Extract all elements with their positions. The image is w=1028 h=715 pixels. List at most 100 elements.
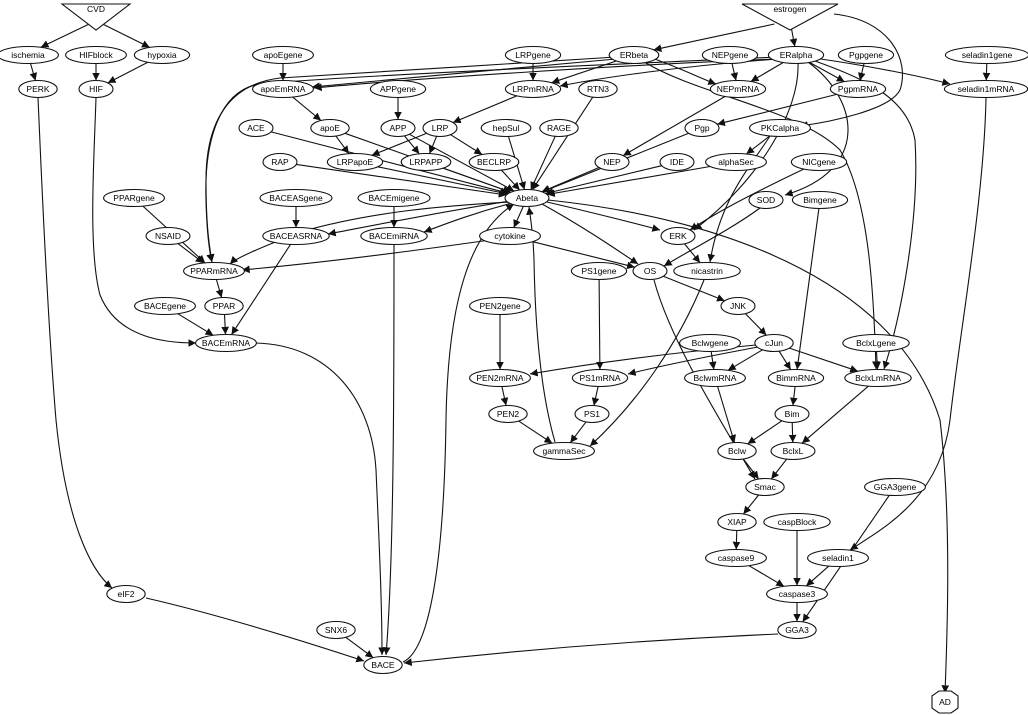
edge-bacemirna-to-bace — [382, 244, 395, 656]
node-ace: ACE — [238, 118, 274, 138]
node-label-estrogen: estrogen — [773, 4, 806, 14]
edge-lrpapp-to-abeta — [443, 167, 511, 194]
node-shape-ps1gene — [570, 261, 628, 281]
node-ps1gene: PS1gene — [570, 261, 628, 281]
node-shape-nep — [594, 152, 630, 172]
node-shape-bacemrna — [195, 333, 257, 353]
edge-lrpapoe-to-abeta — [377, 166, 508, 197]
edge-bclwmrna-to-bclw — [717, 386, 736, 443]
node-label-bacemigene: BACEmigene — [368, 193, 419, 203]
node-shape-bclxlgene — [842, 333, 910, 353]
node-ide: IDE — [659, 152, 695, 172]
node-label-seladin1mrna: seladin1mRNA — [958, 84, 1015, 94]
edge-apoe-to-lrpapoe — [335, 135, 350, 155]
edge-pen2-to-gammasec — [518, 420, 553, 444]
node-shape-estrogen — [741, 3, 839, 31]
node-shape-gammasec — [533, 441, 595, 461]
node-shape-pkcalpha — [749, 118, 811, 138]
node-beclrp: BECLRP — [468, 152, 520, 172]
node-cytokine: cytokine — [479, 226, 541, 246]
node-shape-ps1mrna — [571, 368, 629, 388]
node-label-seladin1gene: seladin1gene — [962, 50, 1013, 60]
edge-gammasec-to-abeta — [526, 206, 556, 443]
node-shape-bacegene — [134, 296, 196, 316]
node-shape-sod — [748, 190, 784, 210]
edge-pen2mrna-to-pen2 — [500, 386, 509, 406]
node-label-bclwmrna: BclwmRNA — [694, 373, 737, 383]
edge-nep-to-abeta — [541, 166, 600, 193]
node-shape-ide — [659, 152, 695, 172]
edge-lrp-to-beclrp — [450, 134, 483, 155]
node-shape-xiap — [717, 512, 757, 532]
edge-seladin1mrna-to-seladin1 — [849, 97, 987, 551]
node-label-rage: RAGE — [547, 123, 571, 133]
node-pen2gene: PEN2gene — [469, 296, 531, 316]
node-shape-bclxlmrna — [844, 368, 912, 388]
node-label-alphasec: alphaSec — [718, 157, 754, 167]
node-gga3gene: GGA3gene — [864, 477, 926, 497]
edge-bim-to-bclxl — [788, 422, 797, 443]
node-bclxlgene: BclxLgene — [842, 333, 910, 353]
node-label-ide: IDE — [670, 157, 685, 167]
node-shape-app — [380, 118, 416, 138]
node-shape-os — [632, 261, 668, 281]
edge-bimgene-to-bimmrna — [794, 208, 820, 370]
node-pgpgene: Pgpgene — [837, 45, 895, 65]
node-shape-caspase3 — [766, 584, 828, 604]
node-shape-hypoxia — [133, 45, 191, 65]
edge-app-to-abeta — [409, 133, 515, 192]
node-label-pkcalpha: PKCalpha — [761, 123, 800, 133]
node-shape-eralpha — [767, 45, 825, 65]
node-estrogen: estrogen — [741, 3, 839, 31]
node-nepgene: NEPgene — [701, 45, 759, 65]
edge-ps1gene-to-ps1mrna — [595, 279, 604, 370]
node-label-pen2: PEN2 — [497, 409, 519, 419]
edge-nepmrna-to-nep — [622, 96, 726, 157]
edge-pkcalpha-to-nicastrin — [707, 135, 771, 263]
edge-estrogen-to-pkcalpha — [799, 13, 904, 129]
edge-hypoxia-to-hif — [107, 61, 149, 84]
node-ad: AD — [931, 690, 959, 714]
node-label-bclwgene: Bclwgene — [692, 338, 729, 348]
edge-pgpgene-to-pgpmrna — [858, 63, 866, 81]
edge-erbeta-to-bclxlmrna — [645, 62, 880, 370]
node-shape-hifblock — [65, 45, 127, 65]
node-label-ppargene: PPARgene — [113, 193, 155, 203]
edge-lrp-to-lrpapp — [428, 136, 438, 154]
node-label-nicastrin: nicastrin — [691, 266, 723, 276]
edge-cjun-to-bimmrna — [778, 350, 792, 370]
edge-cjun-to-ps1mrna — [627, 346, 759, 376]
node-label-abeta: Abeta — [516, 193, 538, 203]
node-label-ps1mrna: PS1mRNA — [579, 373, 620, 383]
node-label-bacegene: BACEgene — [144, 301, 186, 311]
node-ppar: PPAR — [204, 296, 244, 316]
node-shape-caspblock — [763, 512, 831, 532]
node-shape-alphasec — [705, 152, 767, 172]
node-ps1mrna: PS1mRNA — [571, 368, 629, 388]
node-label-bclxlgene: BclxLgene — [856, 338, 896, 348]
edge-os-to-jnk — [663, 275, 725, 302]
node-label-erk: ERK — [669, 231, 687, 241]
node-shape-nicastrin — [673, 261, 741, 281]
node-sod: SOD — [748, 190, 784, 210]
edge-smac-to-xiap — [742, 494, 760, 515]
node-shape-apoe — [310, 118, 350, 138]
node-label-jnk: JNK — [730, 301, 746, 311]
node-cvd: CVD — [60, 3, 132, 31]
node-label-xiap: XIAP — [727, 517, 747, 527]
edge-snx6-to-bace — [345, 636, 374, 659]
node-label-apoegene: apoEgene — [264, 50, 303, 60]
edge-rage-to-abeta — [530, 136, 556, 190]
edge-xiap-to-caspase9 — [732, 530, 741, 550]
node-label-nepmrna: NEPmRNA — [717, 84, 760, 94]
node-rap: RAP — [262, 152, 298, 172]
node-label-rtn3: RTN3 — [587, 84, 609, 94]
edge-seladin1gene-to-seladin1mrna — [982, 63, 991, 81]
node-bclxl: BclxL — [770, 441, 816, 461]
node-pen2: PEN2 — [488, 404, 528, 424]
node-shape-apoemrna — [252, 79, 314, 99]
node-bimgene: Bimgene — [791, 190, 849, 210]
node-label-lrpmrna: LRPmRNA — [512, 84, 554, 94]
edge-cjun-to-bclxlmrna — [789, 347, 859, 373]
node-label-rap: RAP — [271, 157, 289, 167]
